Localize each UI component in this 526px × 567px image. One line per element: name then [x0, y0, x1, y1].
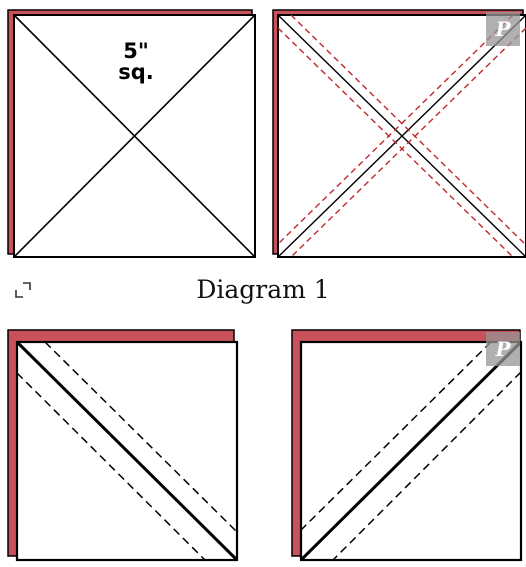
expand-icon[interactable]: [14, 281, 32, 299]
pinterest-icon: P: [495, 337, 511, 361]
seam-line-1: [44, 341, 238, 533]
diagonal-line-2: [277, 14, 526, 258]
half-square-right: [291, 329, 523, 562]
half-square-left: [7, 329, 239, 562]
diagram-caption: Diagram 1: [196, 275, 330, 304]
seam-line-2: [277, 27, 514, 258]
pin-button[interactable]: P: [486, 12, 520, 46]
seam-line-2: [332, 371, 522, 561]
square-with-seam-lines: [272, 9, 526, 258]
seam-line-2: [16, 372, 206, 561]
cut-diagonal: [299, 340, 523, 562]
diagonal-line-2: [13, 14, 256, 258]
square-with-diagonals: 5" sq.: [7, 9, 256, 258]
seam-line-1: [290, 14, 526, 246]
seam-line-1: [300, 341, 492, 531]
cut-diagonal: [15, 340, 239, 562]
seam-line-3: [277, 14, 514, 245]
pin-button[interactable]: P: [486, 332, 520, 366]
size-label-line-1: 5": [123, 39, 149, 63]
seam-line-4: [290, 27, 526, 258]
size-label-line-2: sq.: [118, 60, 154, 84]
pinterest-icon: P: [495, 17, 511, 41]
